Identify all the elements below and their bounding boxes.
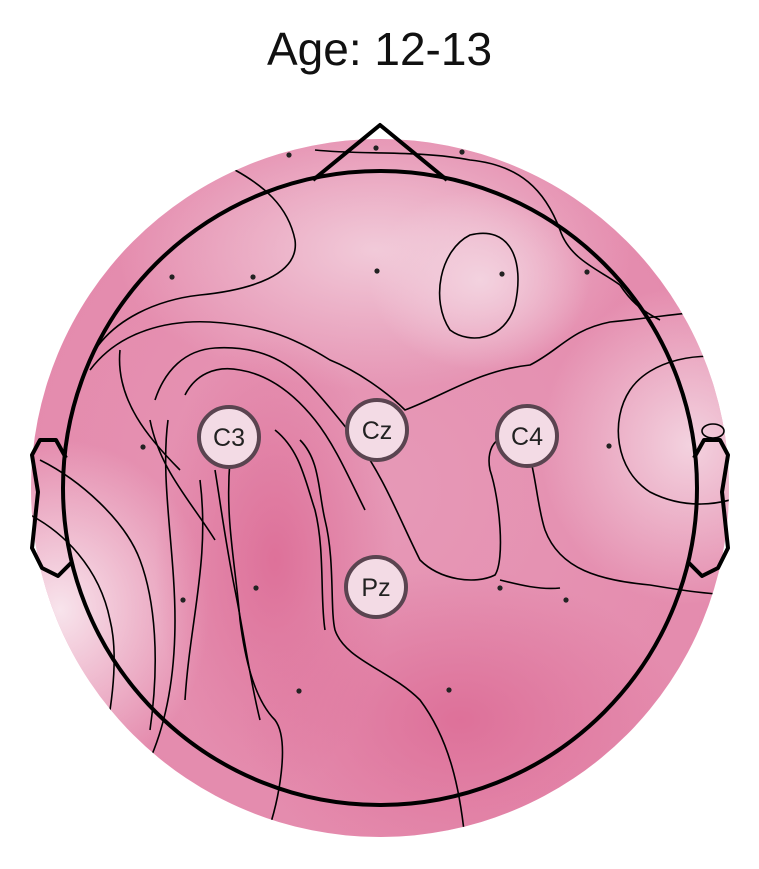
electrode-label-c4: C4 [511,423,543,451]
electrode-pz: Pz [344,555,408,619]
sensor-dot [446,687,452,693]
plot-title: Age: 12-13 [266,23,493,75]
head-outline [30,123,730,807]
nose [311,123,449,182]
left-ear [30,438,74,578]
sensor-dot [169,274,175,280]
electrode-cz: Cz [345,398,409,462]
electrode-c3: C3 [197,405,261,469]
color-field [31,139,729,837]
sensor-dot [563,597,569,603]
sensor-dot [499,271,505,277]
sensor-dot [373,145,379,151]
electrode-label-cz: Cz [362,417,393,445]
right-ear [686,438,730,578]
sensor-dot [253,585,259,591]
right-ear-marker [701,423,725,439]
sensor-dot [497,585,503,591]
contour-lines [31,149,729,837]
sensor-dot [296,688,302,694]
head-circle [61,169,699,807]
sensor-dot [459,149,465,155]
sensor-dot [140,444,146,450]
sensor-dot [374,268,380,274]
sensor-dot [180,597,186,603]
sensor-dot [250,274,256,280]
sensor-dot [286,152,292,158]
electrode-label-c3: C3 [213,424,245,452]
electrode-c4: C4 [495,404,559,468]
sensor-dot [584,269,590,275]
sensor-dot [606,443,612,449]
electrode-label-pz: Pz [361,574,390,602]
sensor-dots [140,145,612,694]
